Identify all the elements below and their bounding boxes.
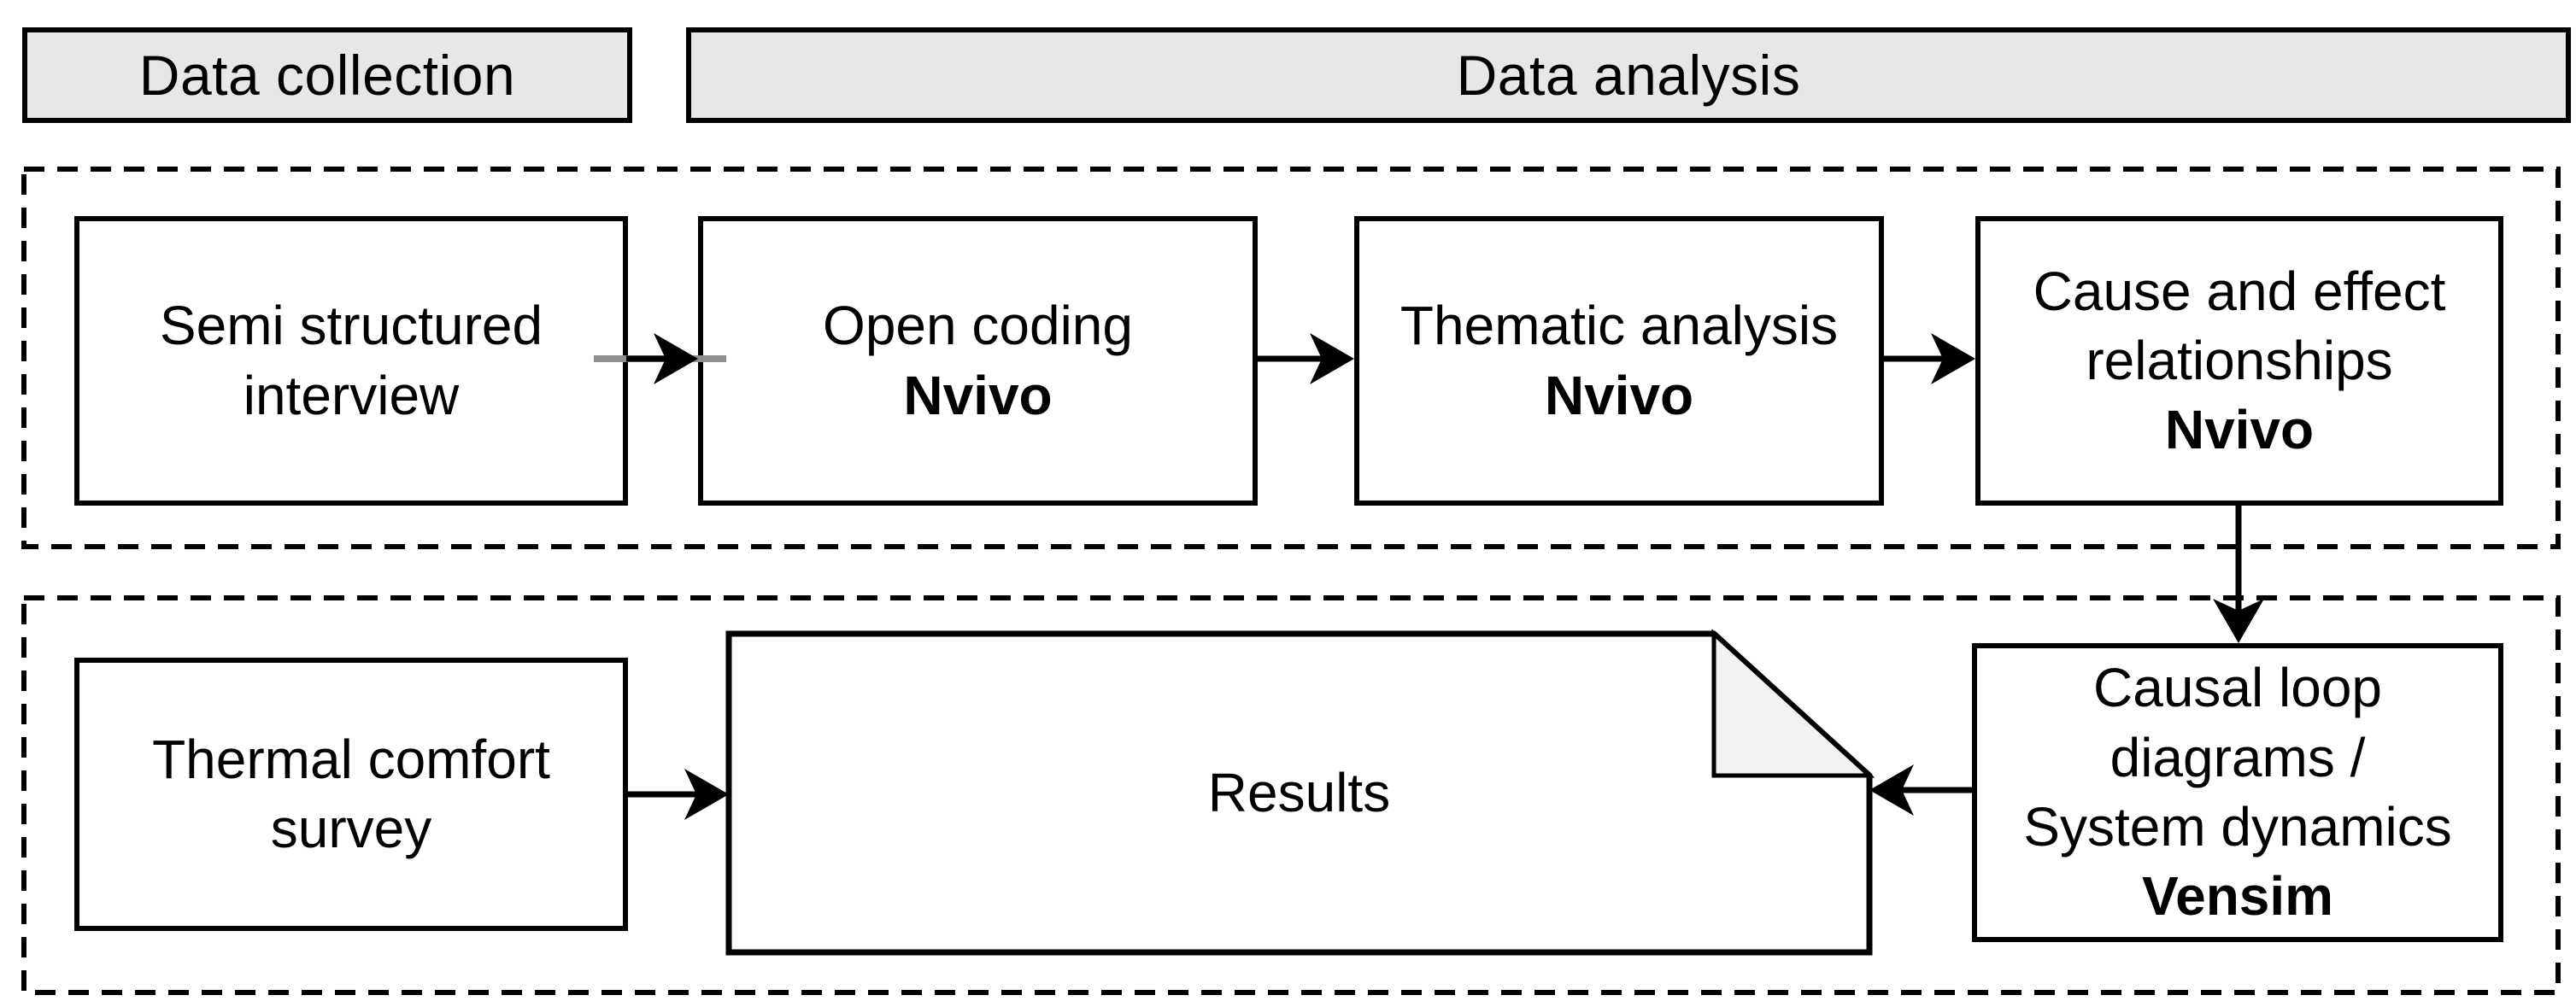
results-folded-corner	[1711, 629, 1875, 778]
arrow-interview-to-open-coding	[594, 333, 726, 384]
results-note-shape	[725, 630, 1873, 956]
arrowhead-left-icon	[1869, 764, 1914, 816]
node-label-line: interview	[243, 364, 460, 426]
arrowhead-down-icon	[2213, 599, 2264, 643]
node-cause-effect-relationships: Cause and effect relationships Nvivo	[1975, 216, 2503, 506]
arrow-survey-to-results	[628, 769, 729, 820]
node-tool-label: Vensim	[2141, 865, 2334, 928]
node-causal-loop-system-dynamics: Causal loop diagrams / System dynamics V…	[1972, 643, 2503, 942]
node-thematic-analysis: Thematic analysis Nvivo	[1354, 216, 1884, 506]
header-data-collection-label: Data collection	[138, 44, 516, 107]
arrow-causal-loop-to-results	[1869, 764, 1972, 816]
arrowhead-right-icon	[654, 333, 698, 384]
node-label-line: diagrams /	[2110, 726, 2366, 788]
node-label-line: System dynamics	[2023, 796, 2452, 858]
arrow-open-coding-to-thematic	[1258, 333, 1354, 384]
node-label-line: Causal loop	[2093, 657, 2382, 719]
analysis-phase1-dashed-container	[21, 167, 2561, 549]
node-label-line: Cause and effect	[2033, 260, 2446, 322]
node-label-line: survey	[270, 798, 432, 859]
arrow-thematic-to-cause-effect	[1884, 333, 1975, 384]
node-thermal-comfort-survey: Thermal comfort survey	[74, 658, 628, 931]
arrowhead-right-icon	[1931, 333, 1975, 384]
node-tool-label: Nvivo	[903, 364, 1053, 426]
node-label-line: relationships	[2086, 329, 2393, 391]
node-tool-label: Nvivo	[1544, 364, 1694, 426]
node-label-line: Open coding	[823, 295, 1133, 357]
node-label-line: Thermal comfort	[152, 728, 550, 790]
node-label-line: Semi structured	[159, 295, 543, 357]
arrowhead-right-icon	[1310, 333, 1354, 384]
analysis-phase2-dashed-container	[21, 595, 2561, 995]
node-open-coding: Open coding Nvivo	[698, 216, 1258, 506]
header-data-collection: Data collection	[22, 27, 632, 123]
arrow-cause-effect-to-causal-loop	[2213, 506, 2264, 643]
node-tool-label: Nvivo	[2164, 399, 2315, 461]
header-data-analysis: Data analysis	[686, 27, 2571, 123]
node-label-line: Thematic analysis	[1399, 295, 1839, 357]
arrowhead-right-icon	[684, 769, 729, 820]
header-data-analysis-label: Data analysis	[1456, 44, 1801, 107]
